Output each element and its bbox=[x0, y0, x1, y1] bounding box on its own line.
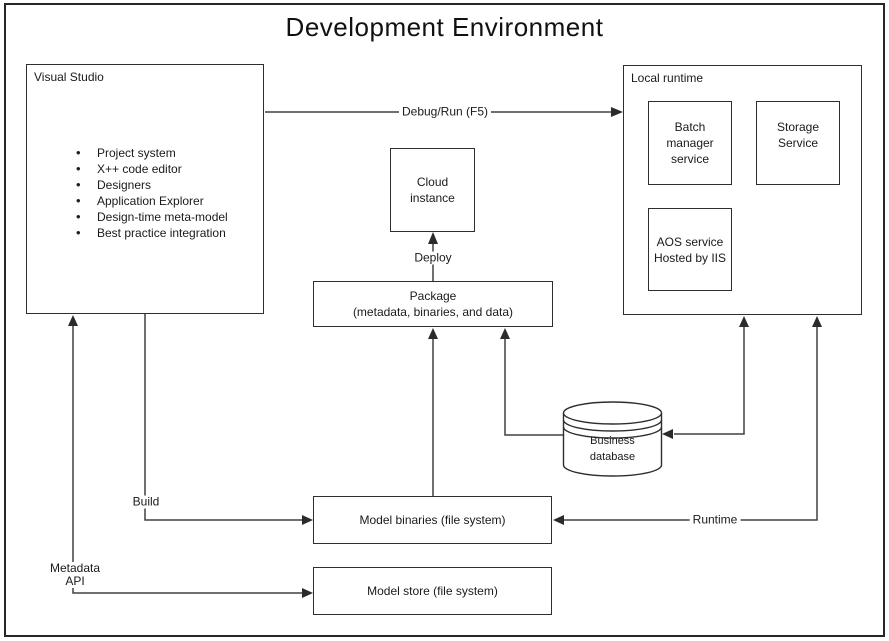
arrowhead-debug-run bbox=[611, 107, 623, 117]
arrowhead-runtime-into-binaries bbox=[553, 515, 564, 525]
feature-item: Designers bbox=[76, 177, 228, 193]
package-text: (metadata, binaries, and data) bbox=[352, 305, 514, 319]
arrowhead-into-local-runtime-right bbox=[812, 316, 822, 327]
metadata-api-line: Metadata bbox=[49, 561, 101, 575]
visual-studio-box: Visual Studio Project system X++ code ed… bbox=[26, 64, 264, 314]
visual-studio-label: Visual Studio bbox=[34, 70, 104, 84]
feature-item: X++ code editor bbox=[76, 161, 228, 177]
cloud-instance-text: Cloud bbox=[416, 175, 449, 189]
storage-service-text: Storage bbox=[776, 120, 820, 134]
batch-service-text: manager bbox=[666, 136, 714, 150]
storage-service-text: Service bbox=[777, 136, 818, 150]
connector-build bbox=[144, 314, 303, 521]
aos-service-text: Hosted by IIS bbox=[653, 250, 727, 265]
model-store-box: Model store (file system) bbox=[313, 567, 552, 615]
arrowhead-metadata-into-store bbox=[302, 588, 313, 598]
aos-service-box: AOS service Hosted by IIS bbox=[648, 208, 732, 291]
arrowhead-binaries-to-package bbox=[428, 328, 438, 339]
arrowhead-deploy bbox=[428, 232, 438, 244]
business-database-label: Business database bbox=[563, 433, 662, 465]
diagram-title: Development Environment bbox=[285, 12, 604, 42]
storage-service-box: Storage Service bbox=[756, 101, 840, 185]
package-text: Package bbox=[409, 289, 457, 303]
batch-service-text: Batch bbox=[674, 120, 706, 134]
metadata-api-line: API bbox=[65, 574, 85, 588]
local-runtime-label: Local runtime bbox=[631, 71, 704, 85]
feature-item: Best practice integration bbox=[76, 225, 228, 241]
arrowhead-into-database bbox=[662, 429, 673, 439]
package-box: Package (metadata, binaries, and data) bbox=[313, 281, 553, 327]
build-label: Build bbox=[129, 495, 163, 509]
database-cylinder-icon bbox=[562, 401, 663, 477]
arrowhead-metadata-into-vs bbox=[68, 315, 78, 326]
arrowhead-build-into-binaries bbox=[302, 515, 313, 525]
connector-runtime-to-database bbox=[674, 327, 745, 435]
feature-item: Design-time meta-model bbox=[76, 209, 228, 225]
model-binaries-box: Model binaries (file system) bbox=[313, 496, 552, 544]
connector-metadata-api bbox=[72, 325, 303, 594]
aos-service-text: AOS service bbox=[656, 234, 724, 249]
metadata-api-label: Metadata API bbox=[46, 561, 104, 588]
arrowheads bbox=[68, 107, 822, 598]
arrowhead-into-local-runtime-left bbox=[739, 316, 749, 327]
business-database-text: database bbox=[589, 451, 636, 463]
arrowhead-database-to-package bbox=[500, 328, 510, 339]
debug-run-label: Debug/Run (F5) bbox=[398, 105, 492, 119]
batch-manager-service-box: Batch manager service bbox=[648, 101, 732, 185]
batch-service-text: service bbox=[670, 152, 709, 166]
cloud-instance-text: instance bbox=[410, 191, 455, 205]
feature-item: Project system bbox=[76, 145, 228, 161]
visual-studio-feature-list: Project system X++ code editor Designers… bbox=[76, 145, 228, 241]
model-binaries-text: Model binaries (file system) bbox=[359, 513, 506, 527]
model-store-text: Model store (file system) bbox=[367, 584, 498, 598]
connector-runtime bbox=[564, 327, 818, 521]
cloud-instance-box: Cloud instance bbox=[390, 148, 475, 232]
feature-item: Application Explorer bbox=[76, 193, 228, 209]
connector-database-to-package bbox=[504, 339, 564, 436]
runtime-label: Runtime bbox=[689, 513, 741, 527]
deploy-label: Deploy bbox=[411, 251, 455, 265]
business-database-text: Business bbox=[590, 435, 635, 447]
